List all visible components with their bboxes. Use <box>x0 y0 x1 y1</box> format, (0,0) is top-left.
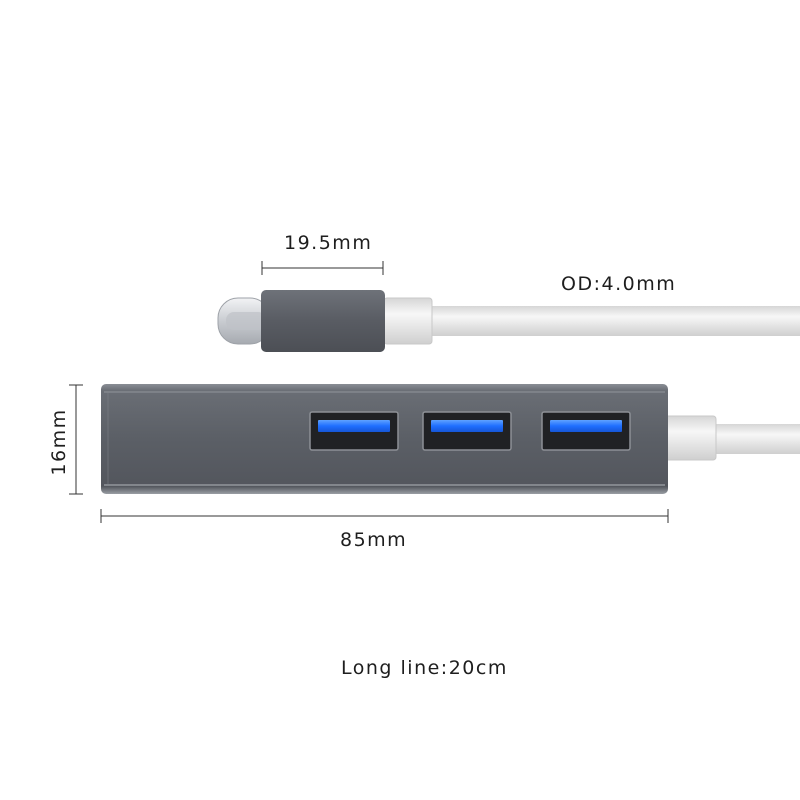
cable-strain-relief <box>383 297 433 345</box>
usb-c-connector-shell <box>261 290 385 352</box>
hub-cable-wire <box>700 424 800 454</box>
hub-cable <box>663 415 800 461</box>
usb-a-port-icon <box>541 411 631 451</box>
usb-c-cable <box>217 290 800 352</box>
usb-a-port-icon <box>422 411 512 451</box>
top-cable <box>428 306 800 336</box>
usb-a-port-icon <box>309 411 399 451</box>
hub-height-dimension-line <box>69 384 83 495</box>
cable-diameter-label: OD:4.0mm <box>561 273 677 295</box>
hub-length-dimension-line <box>100 509 669 523</box>
hub-height-label: 16mm <box>48 408 70 476</box>
hub-strain-relief <box>663 415 717 461</box>
connector-width-dimension-line <box>261 261 384 275</box>
cable-length-label: Long line:20cm <box>341 657 508 679</box>
hub-length-label: 85mm <box>340 529 408 551</box>
connector-width-label: 19.5mm <box>284 232 373 254</box>
usb-c-plug-icon <box>217 297 271 345</box>
